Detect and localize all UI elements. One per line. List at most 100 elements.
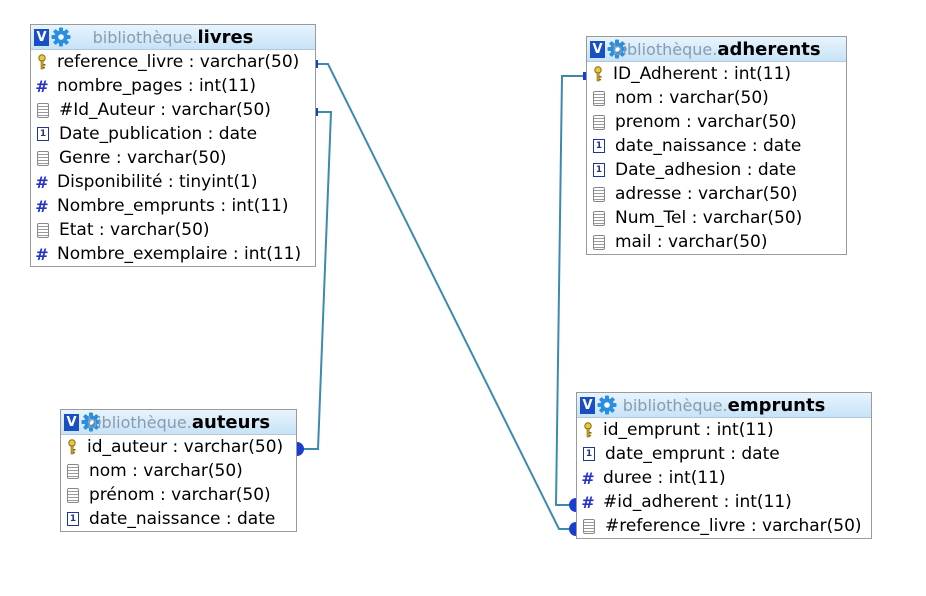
column-label: Nombre_exemplaire : int(11) — [57, 244, 302, 264]
database-name: bibliothèque. — [86, 412, 192, 432]
column-label: #id_adherent : int(11) — [603, 492, 792, 512]
column-row[interactable]: mail : varchar(50) — [587, 230, 846, 254]
column-label: Date_publication : date — [59, 124, 258, 144]
table-name: adherents — [717, 38, 821, 60]
column-row[interactable]: Genre : varchar(50) — [31, 146, 315, 170]
date-icon: 1 — [593, 139, 605, 153]
text-icon — [583, 518, 595, 534]
column-row[interactable]: # Nombre_exemplaire : int(11) — [31, 242, 315, 266]
link-endpoint-many — [569, 498, 576, 512]
column-row[interactable]: # #id_adherent : int(11) — [577, 490, 871, 514]
column-row[interactable]: ID_Adherent : int(11) — [587, 62, 846, 86]
column-row[interactable]: 1 Date_publication : date — [31, 122, 315, 146]
column-row[interactable]: #nombre_pages : int(11) — [31, 74, 315, 98]
database-name: bibliothèque. — [92, 27, 198, 47]
column-label: date_naissance : date — [89, 509, 276, 529]
column-label: adresse : varchar(50) — [615, 184, 798, 204]
column-label: duree : int(11) — [603, 468, 726, 488]
date-icon: 1 — [583, 447, 595, 461]
numeric-icon: # — [35, 244, 49, 264]
text-icon — [593, 234, 605, 250]
key-icon — [65, 439, 79, 455]
column-label: #Id_Auteur : varchar(50) — [59, 100, 271, 120]
gear-icon[interactable] — [51, 27, 71, 47]
column-row[interactable]: prenom : varchar(50) — [587, 110, 846, 134]
column-label: #reference_livre : varchar(50) — [605, 516, 862, 536]
date-icon: 1 — [67, 512, 79, 526]
column-row[interactable]: #reference_livre : varchar(50) — [577, 514, 871, 538]
column-row[interactable]: Etat : varchar(50) — [31, 218, 315, 242]
column-row[interactable]: #Nombre_emprunts : int(11) — [31, 194, 315, 218]
gear-icon[interactable] — [607, 39, 627, 59]
column-row[interactable]: id_auteur : varchar(50) — [61, 435, 296, 459]
link-id-adherent[interactable] — [554, 75, 586, 506]
column-row[interactable]: 1 Date_adhesion : date — [587, 158, 846, 182]
table-title: bibliothèque.livres — [31, 27, 315, 48]
gear-icon[interactable] — [81, 412, 101, 432]
text-icon — [593, 186, 605, 202]
date-icon: 1 — [37, 127, 49, 141]
column-row[interactable]: # duree : int(11) — [577, 466, 871, 490]
numeric-icon: # — [581, 468, 595, 488]
column-label: Date_adhesion : date — [615, 160, 797, 180]
column-label: Num_Tel : varchar(50) — [615, 208, 803, 228]
column-row[interactable]: prénom : varchar(50) — [61, 483, 296, 507]
column-label: reference_livre : varchar(50) — [57, 52, 300, 72]
column-row[interactable]: nom : varchar(50) — [587, 86, 846, 110]
toggle-icon[interactable]: V — [580, 396, 595, 414]
column-label: mail : varchar(50) — [615, 232, 768, 252]
column-label: prenom : varchar(50) — [615, 112, 797, 132]
numeric-icon: # — [35, 196, 49, 216]
link-id-auteur[interactable] — [298, 111, 333, 450]
key-icon — [35, 54, 49, 70]
column-label: ID_Adherent : int(11) — [613, 64, 792, 84]
column-label: nom : varchar(50) — [89, 461, 243, 481]
numeric-icon: # — [35, 76, 49, 96]
key-icon — [591, 66, 605, 82]
column-label: id_auteur : varchar(50) — [87, 437, 284, 457]
column-label: date_naissance : date — [615, 136, 802, 156]
text-icon — [67, 463, 79, 479]
date-icon: 1 — [593, 163, 605, 177]
column-row[interactable]: adresse : varchar(50) — [587, 182, 846, 206]
link-endpoint-many — [297, 442, 304, 456]
column-row[interactable]: reference_livre : varchar(50) — [31, 50, 315, 74]
database-name: bibliothèque. — [622, 395, 728, 415]
link-reference-livre[interactable] — [316, 63, 572, 530]
numeric-icon: # — [581, 492, 595, 512]
text-icon — [593, 210, 605, 226]
column-row[interactable]: id_emprunt : int(11) — [577, 418, 871, 442]
column-label: Etat : varchar(50) — [59, 220, 210, 240]
toggle-icon[interactable]: V — [590, 40, 605, 58]
column-label: Genre : varchar(50) — [59, 148, 227, 168]
toggle-icon[interactable]: V — [34, 28, 49, 46]
gear-icon[interactable] — [597, 395, 617, 415]
link-endpoint-many — [569, 522, 576, 536]
key-icon — [581, 422, 595, 438]
column-row[interactable]: #Id_Auteur : varchar(50) — [31, 98, 315, 122]
column-row[interactable]: #Disponibilité : tinyint(1) — [31, 170, 315, 194]
text-icon — [37, 102, 49, 118]
table-name: auteurs — [191, 411, 271, 433]
text-icon — [67, 487, 79, 503]
column-row[interactable]: 1 date_naissance : date — [61, 507, 296, 531]
database-name: bibliothèque. — [612, 39, 718, 59]
column-row[interactable]: Num_Tel : varchar(50) — [587, 206, 846, 230]
text-icon — [593, 90, 605, 106]
link-endpoint — [583, 72, 588, 80]
column-label: nom : varchar(50) — [615, 88, 769, 108]
column-row[interactable]: nom : varchar(50) — [61, 459, 296, 483]
text-icon — [37, 222, 49, 238]
toggle-icon[interactable]: V — [64, 413, 79, 431]
column-row[interactable]: 1 date_naissance : date — [587, 134, 846, 158]
